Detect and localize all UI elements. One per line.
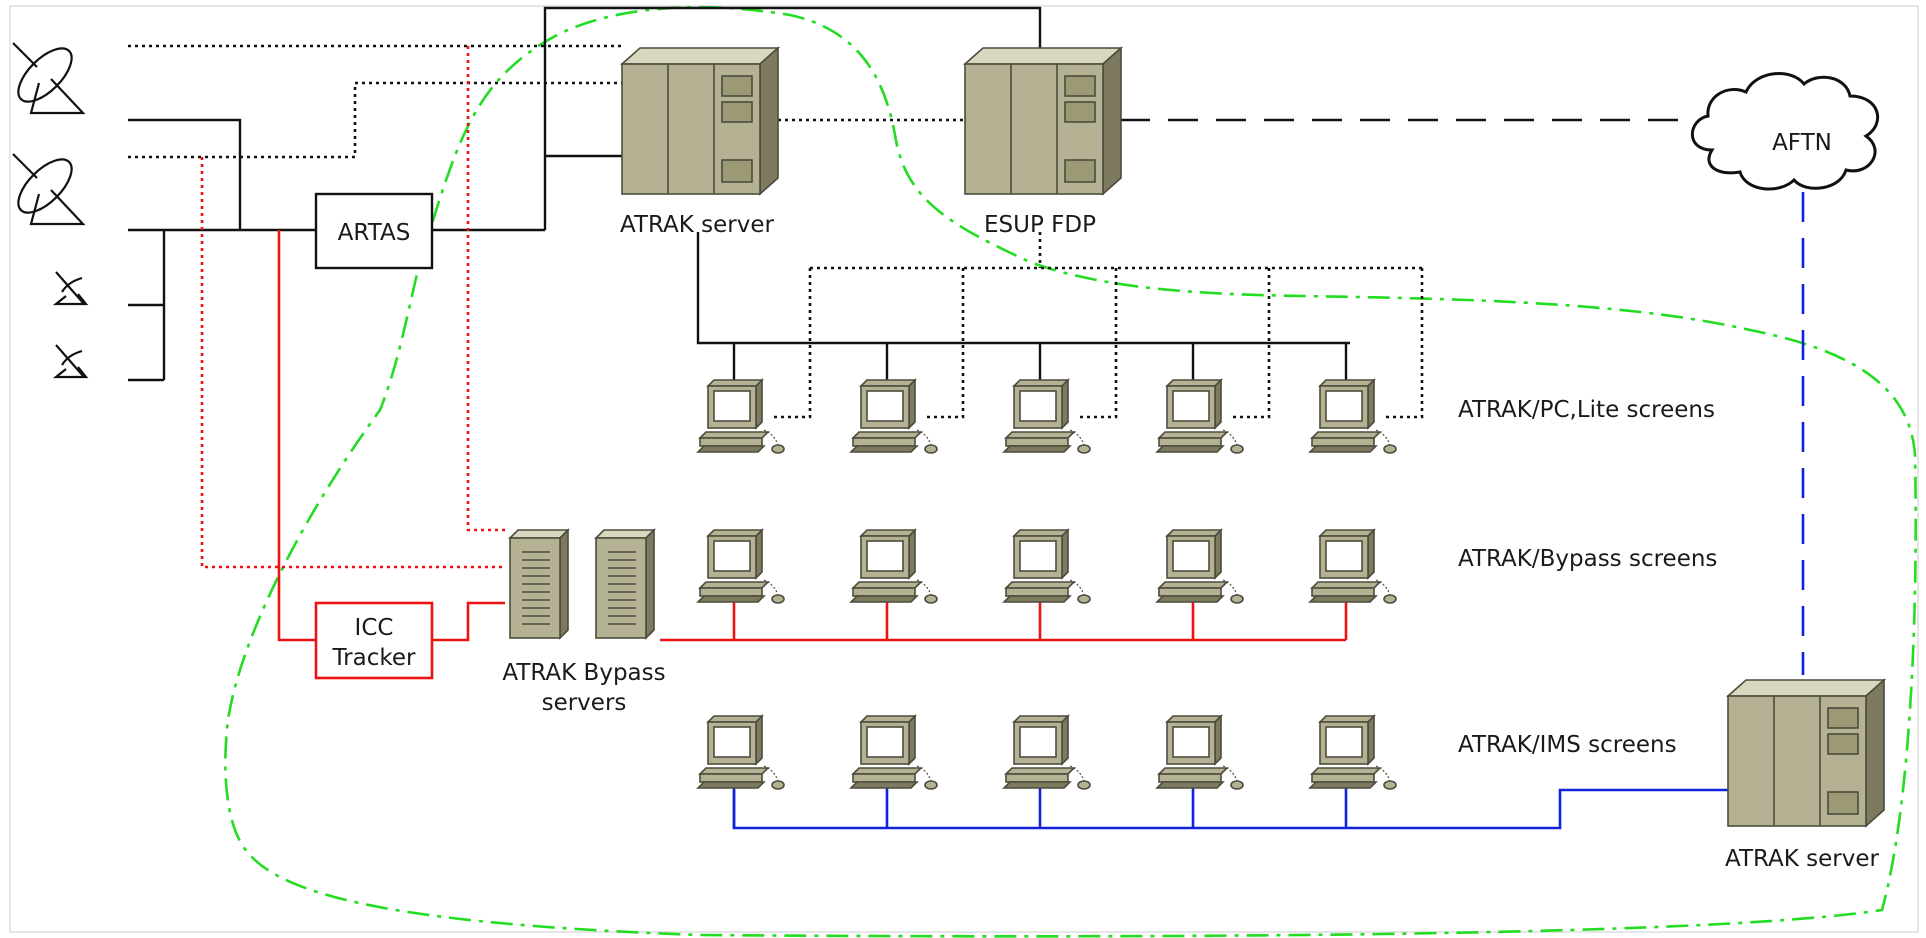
esup-fdp-label: ESUP FDP — [984, 212, 1096, 238]
dotted-pc-esup — [1233, 268, 1271, 419]
link-radar1-bus — [128, 118, 242, 230]
icc-tracker-label-line2: Tracker — [332, 645, 417, 671]
tower-server-icon[interactable] — [508, 528, 570, 640]
workstation-icon[interactable] — [696, 528, 785, 604]
link-artas-top — [543, 6, 1042, 230]
atrak-server-top-label: ATRAK server — [620, 212, 775, 238]
workstation-group — [696, 378, 1397, 790]
workstation-icon[interactable] — [1155, 528, 1244, 604]
radar-antenna-icon — [12, 42, 86, 115]
dotted-pc-esup — [774, 268, 812, 419]
green-boundary-line — [224, 5, 1917, 938]
aftn-cloud-icon[interactable]: AFTN — [1691, 72, 1880, 191]
bypass-servers-label-line2: servers — [542, 690, 627, 716]
small-antenna-icon — [52, 271, 89, 306]
pc-lite-screens-label: ATRAK/PC,Lite screens — [1458, 397, 1715, 423]
workstation-icon[interactable] — [1002, 528, 1091, 604]
tower-server-icon[interactable] — [594, 528, 656, 640]
red-dotted-links — [200, 46, 505, 569]
workstation-icon[interactable] — [1155, 714, 1244, 790]
atrak-server-bottom-label: ATRAK server — [1725, 846, 1880, 872]
dotted-links — [128, 44, 1422, 270]
workstation-icon[interactable] — [849, 528, 938, 604]
radar-antenna-icon — [12, 153, 86, 226]
red-icc-bypass — [432, 601, 505, 642]
icc-tracker-label-line1: ICC — [355, 615, 394, 641]
workstation-icon[interactable] — [1308, 714, 1397, 790]
esup-fdp-server-icon[interactable] — [962, 46, 1124, 196]
dotted-pc-esup — [927, 268, 965, 419]
red-dotted-radar1-bypass — [466, 46, 505, 532]
atrak-server-bottom-icon[interactable] — [1725, 678, 1887, 828]
radar-links — [128, 6, 1350, 382]
workstation-icon[interactable] — [1308, 378, 1397, 454]
artas-label: ARTAS — [338, 220, 411, 246]
ims-screens-label: ATRAK/IMS screens — [1458, 732, 1677, 758]
workstation-icon[interactable] — [696, 378, 785, 454]
bypass-servers-label-line1: ATRAK Bypass — [502, 660, 665, 686]
cloud-shape — [1691, 72, 1880, 191]
red-links — [277, 230, 1346, 642]
workstation-icon[interactable] — [1002, 378, 1091, 454]
icc-tracker-box[interactable] — [314, 601, 434, 680]
bypass-screens-label: ATRAK/Bypass screens — [1458, 546, 1717, 572]
artas-node[interactable]: ARTAS — [314, 192, 434, 270]
workstation-icon[interactable] — [1155, 378, 1244, 454]
workstation-icon[interactable] — [849, 378, 938, 454]
red-dotted-radar2-bypass — [200, 157, 505, 569]
artas-box[interactable] — [314, 192, 434, 270]
workstation-icon[interactable] — [1002, 714, 1091, 790]
workstation-icon[interactable] — [1308, 528, 1397, 604]
dotted-pc-esup — [1386, 268, 1424, 419]
blue-ims-bus — [732, 788, 1728, 830]
aftn-label: AFTN — [1772, 130, 1832, 156]
link-server-pc-bus — [696, 232, 1350, 345]
red-bus-icc — [277, 230, 316, 642]
small-antenna-icon — [52, 344, 89, 379]
diagram-border — [9, 5, 1919, 933]
icc-tracker-node[interactable]: ICC Tracker — [314, 601, 434, 680]
atrak-server-top-icon[interactable] — [619, 46, 781, 196]
dotted-radar2-server — [128, 81, 622, 159]
workstation-icon[interactable] — [696, 714, 785, 790]
workstation-icon[interactable] — [849, 714, 938, 790]
dotted-pc-esup — [1080, 268, 1118, 419]
workstation-connectors — [732, 268, 1424, 828]
